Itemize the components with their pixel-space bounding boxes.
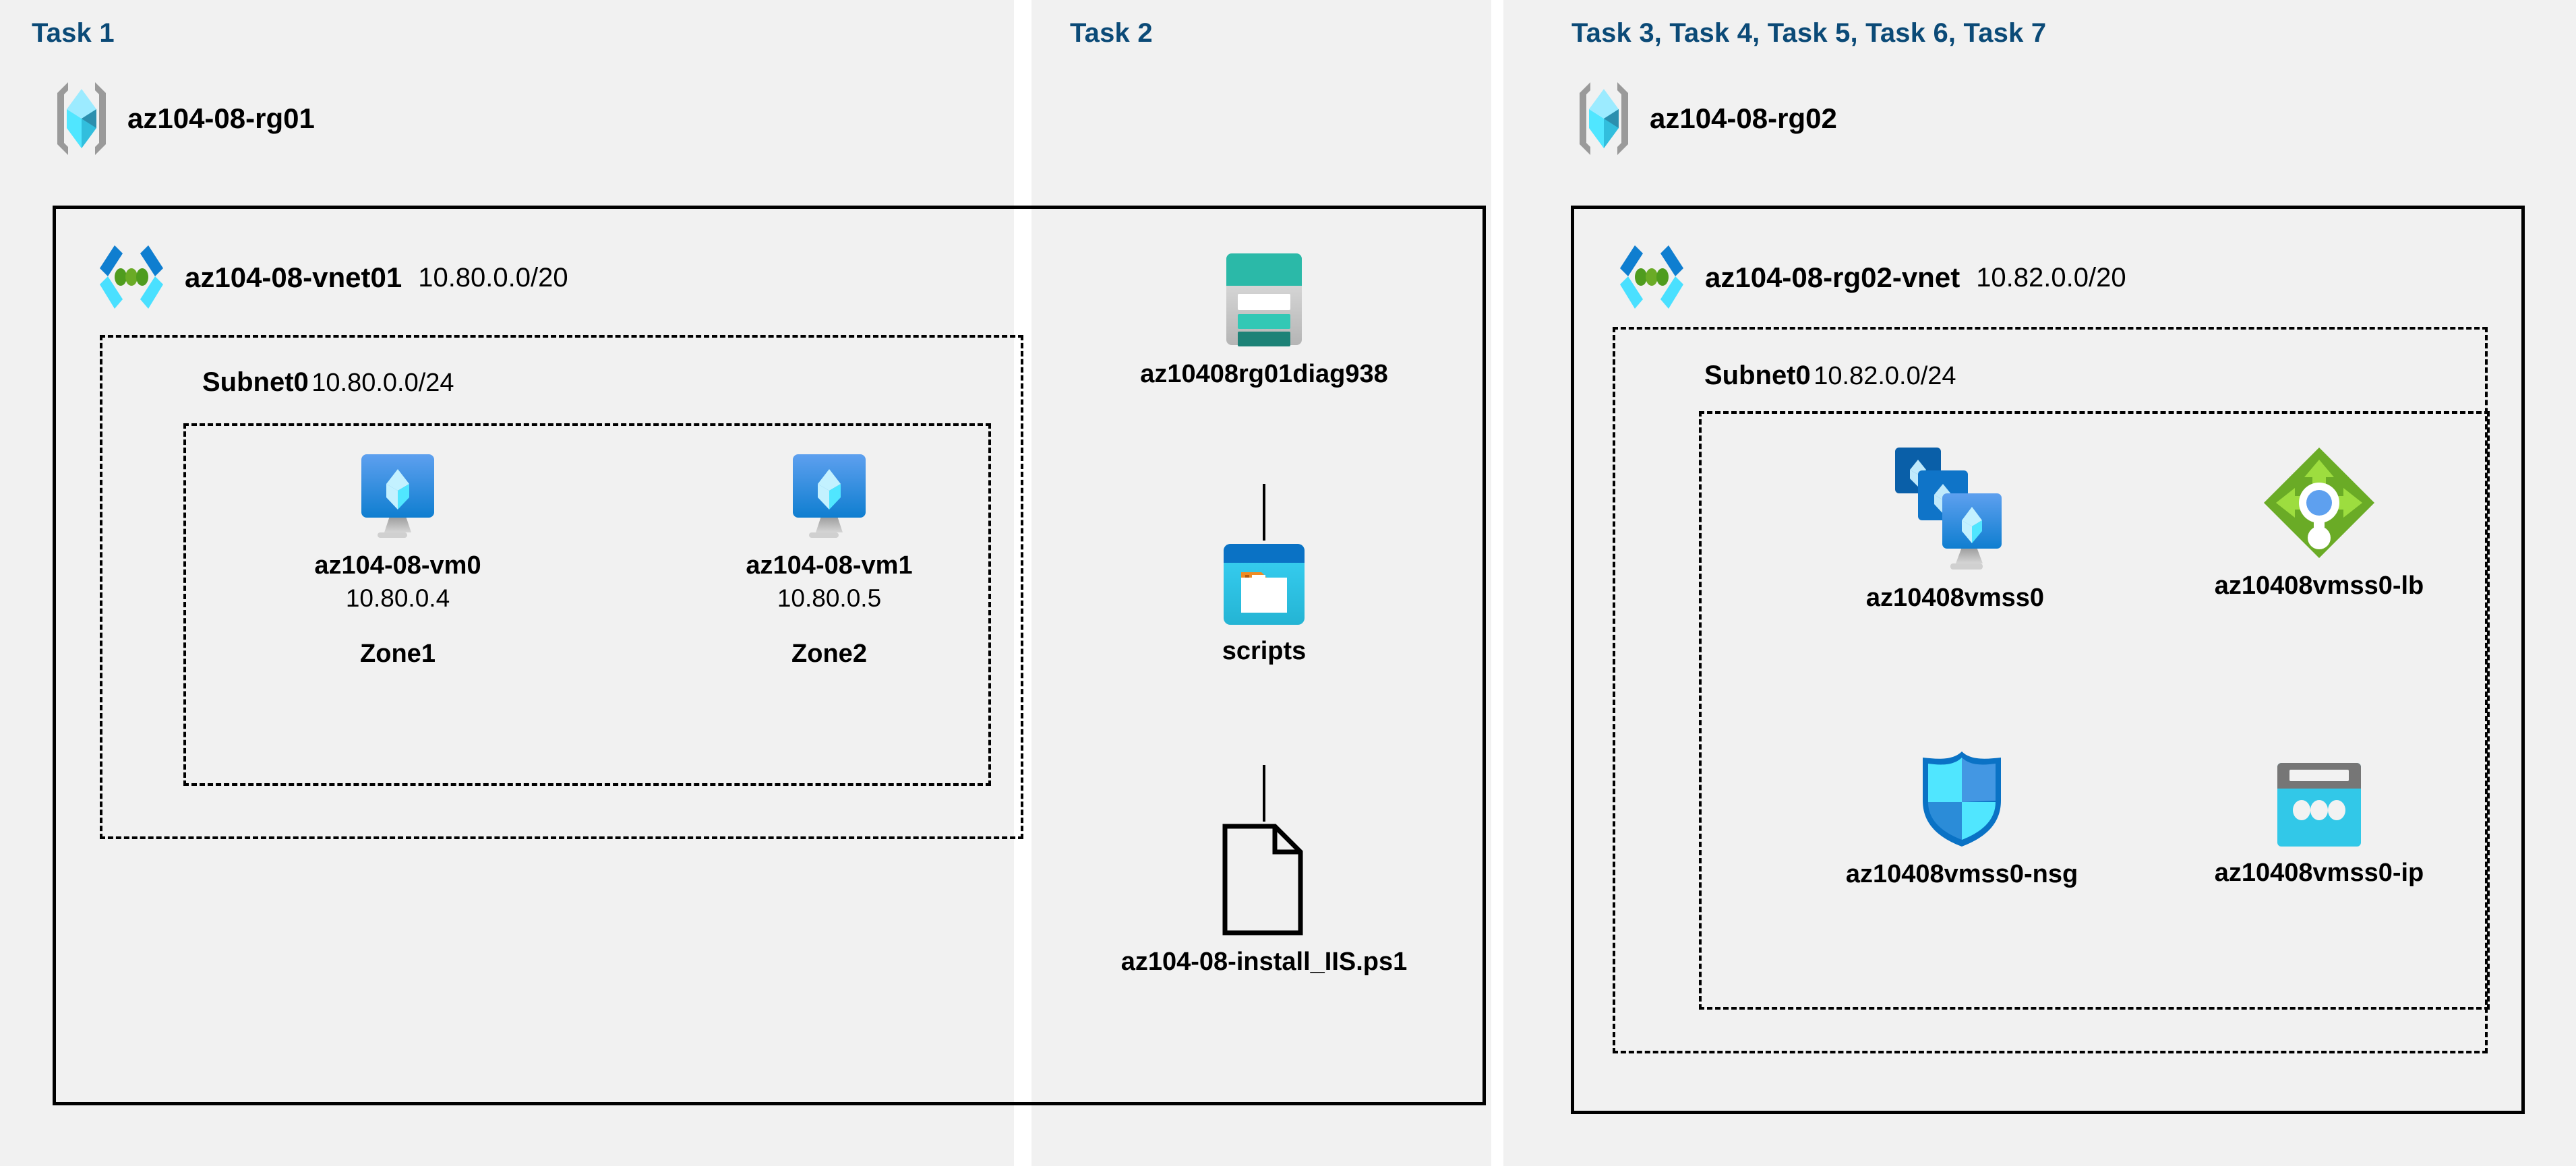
resource-group-icon <box>51 80 113 158</box>
connector-storage-to-container <box>1263 484 1265 541</box>
file-icon <box>1220 822 1309 937</box>
network-security-group-icon <box>1917 748 2006 849</box>
node-ps1-file[interactable]: az104-08-install_IIS.ps1 <box>1121 822 1407 977</box>
connector-container-to-file <box>1263 765 1265 822</box>
task-title-3: Task 3, Task 4, Task 5, Task 6, Task 7 <box>1571 18 2047 48</box>
subnet-caption-right: Subnet0 10.82.0.0/24 <box>1704 361 1956 391</box>
load-balancer-label: az10408vmss0-lb <box>2214 572 2424 600</box>
vm-name-vm1: az104-08-vm1 <box>746 551 913 580</box>
subnet-name-left: Subnet0 <box>202 367 309 397</box>
vm-scale-set-icon <box>1891 445 2019 573</box>
vnet-boundary-vnet01 <box>53 206 1486 1105</box>
vnet-cidr-rg02-vnet: 10.82.0.0/20 <box>1976 262 2126 293</box>
vnet-name-vnet01: az104-08-vnet01 <box>185 262 402 293</box>
public-ip-address-label: az10408vmss0-ip <box>2214 859 2424 887</box>
subnet-cidr-left: 10.80.0.0/24 <box>311 369 454 397</box>
storage-account-label: az10408rg01diag938 <box>1140 360 1388 388</box>
vnet-name-rg02-vnet: az104-08-rg02-vnet <box>1705 262 1960 293</box>
virtual-network-icon <box>1615 243 1689 313</box>
vnet-boundary-rg02-vnet <box>1571 206 2525 1114</box>
vm-ip-vm0: 10.80.0.4 <box>345 584 450 612</box>
node-load-balancer[interactable]: az10408vmss0-lb <box>2178 445 2461 601</box>
load-balancer-icon <box>2261 445 2377 561</box>
vnet-header-rg02-vnet: az104-08-rg02-vnet 10.82.0.0/20 <box>1615 243 2126 313</box>
vm-ip-vm1: 10.80.0.5 <box>777 584 882 612</box>
panel-task3 <box>1503 0 2576 1166</box>
resource-group-icon <box>1573 80 1635 158</box>
task-title-2: Task 2 <box>1070 18 1153 48</box>
blob-container-label: scripts <box>1222 637 1307 665</box>
subnet-cidr-right: 10.82.0.0/24 <box>1814 362 1956 390</box>
subnet-boundary-right <box>1613 327 2488 1053</box>
vmss-resources-boundary <box>1699 411 2490 1010</box>
node-network-security-group[interactable]: az10408vmss0-nsg <box>1820 748 2103 889</box>
virtual-network-icon <box>94 243 169 313</box>
node-vm-scale-set[interactable]: az10408vmss0 <box>1814 445 2097 613</box>
panel-task1 <box>0 0 1014 1166</box>
network-security-group-label: az10408vmss0-nsg <box>1845 860 2078 888</box>
vnet-cidr-vnet01: 10.80.0.0/20 <box>418 262 568 293</box>
task-title-1: Task 1 <box>32 18 115 48</box>
subnet-name-right: Subnet0 <box>1704 361 1811 390</box>
resource-group-row-rg02: az104-08-rg02 <box>1573 80 1837 158</box>
subnet-caption-left: Subnet0 10.80.0.0/24 <box>202 367 454 398</box>
vm-zone-vm0: Zone1 <box>360 640 436 668</box>
zones-boundary <box>183 423 991 786</box>
node-public-ip-address[interactable]: az10408vmss0-ip <box>2184 762 2454 888</box>
resource-group-label-rg02: az104-08-rg02 <box>1650 102 1837 134</box>
node-vm0[interactable]: az104-08-vm0 10.80.0.4 Zone1 <box>263 452 533 669</box>
virtual-machine-icon <box>789 452 870 541</box>
virtual-machine-icon <box>357 452 438 541</box>
blob-container-icon <box>1222 543 1306 626</box>
vm-scale-set-label: az10408vmss0 <box>1865 584 2045 612</box>
vnet-header-vnet01: az104-08-vnet01 10.80.0.0/20 <box>94 243 568 313</box>
node-vm1[interactable]: az104-08-vm1 10.80.0.5 Zone2 <box>694 452 964 669</box>
resource-group-label-rg01: az104-08-rg01 <box>127 102 315 134</box>
vm-name-vm0: az104-08-vm0 <box>314 551 481 580</box>
resource-group-row-rg01: az104-08-rg01 <box>51 80 315 158</box>
node-blob-container[interactable]: scripts <box>1176 543 1352 666</box>
node-storage-account[interactable]: az10408rg01diag938 <box>1140 249 1388 389</box>
vm-zone-vm1: Zone2 <box>791 640 867 668</box>
ps1-file-label: az104-08-install_IIS.ps1 <box>1120 948 1408 976</box>
subnet-boundary-left <box>100 335 1023 839</box>
storage-account-icon <box>1221 249 1307 349</box>
public-ip-address-icon <box>2273 762 2365 848</box>
